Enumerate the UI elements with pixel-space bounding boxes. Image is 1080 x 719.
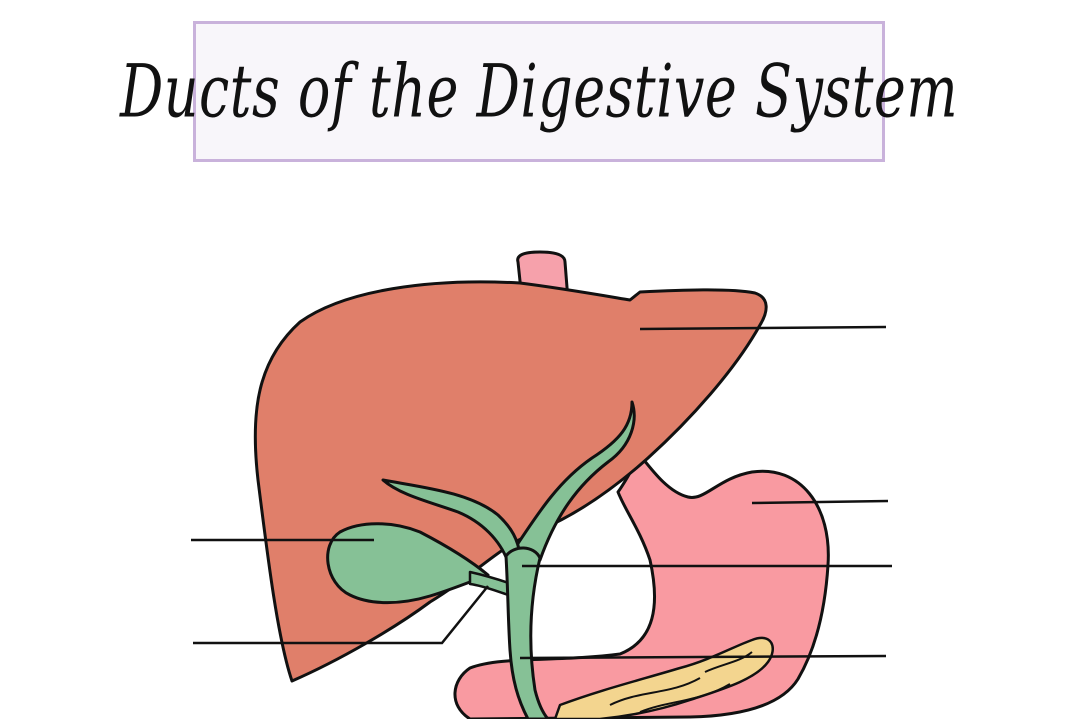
pancreas-texture [609, 651, 753, 713]
common-bile-duct [504, 546, 550, 719]
diagram-title: Ducts of the Digestive System [119, 48, 959, 135]
title-banner: Ducts of the Digestive System [120, 21, 958, 162]
right-hepatic-duct [513, 400, 636, 562]
label-line-stomach [751, 499, 889, 505]
label-line-common-bile-duct [519, 654, 887, 660]
gallbladder [326, 522, 490, 605]
label-line-cystic-duct [193, 585, 489, 645]
pancreas [553, 636, 774, 719]
label-line-liver [639, 325, 887, 331]
